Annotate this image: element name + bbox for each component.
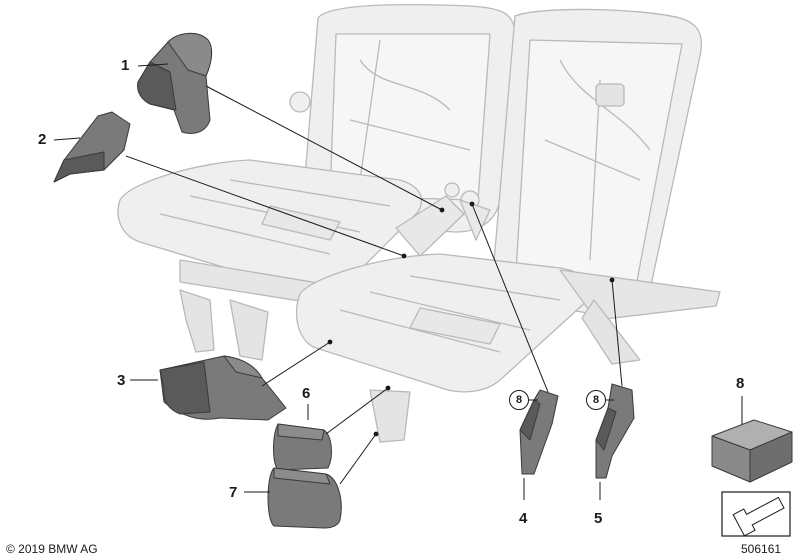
circled-callout-8-left: 8 — [509, 390, 529, 410]
callout-5: 5 — [594, 510, 603, 527]
leader-dots — [327, 201, 615, 437]
callout-6: 6 — [302, 385, 311, 402]
callout-4: 4 — [519, 510, 528, 527]
seat-frame-ghost — [117, 4, 721, 443]
leader-lines — [53, 63, 743, 500]
copyright-notice: © 2019 BMW AG — [6, 542, 98, 556]
callout-7: 7 — [229, 484, 238, 501]
callout-1: 1 — [121, 57, 130, 74]
callout-2: 2 — [38, 131, 47, 148]
circled-callout-8-right: 8 — [586, 390, 606, 410]
part-8-box-right — [749, 431, 793, 483]
callout-3: 3 — [117, 372, 126, 389]
parts — [53, 33, 793, 529]
callout-8: 8 — [736, 375, 745, 392]
diagram-number: 506161 — [741, 542, 782, 556]
left-seat-frame — [117, 159, 423, 295]
diagram-symbol — [721, 491, 791, 537]
